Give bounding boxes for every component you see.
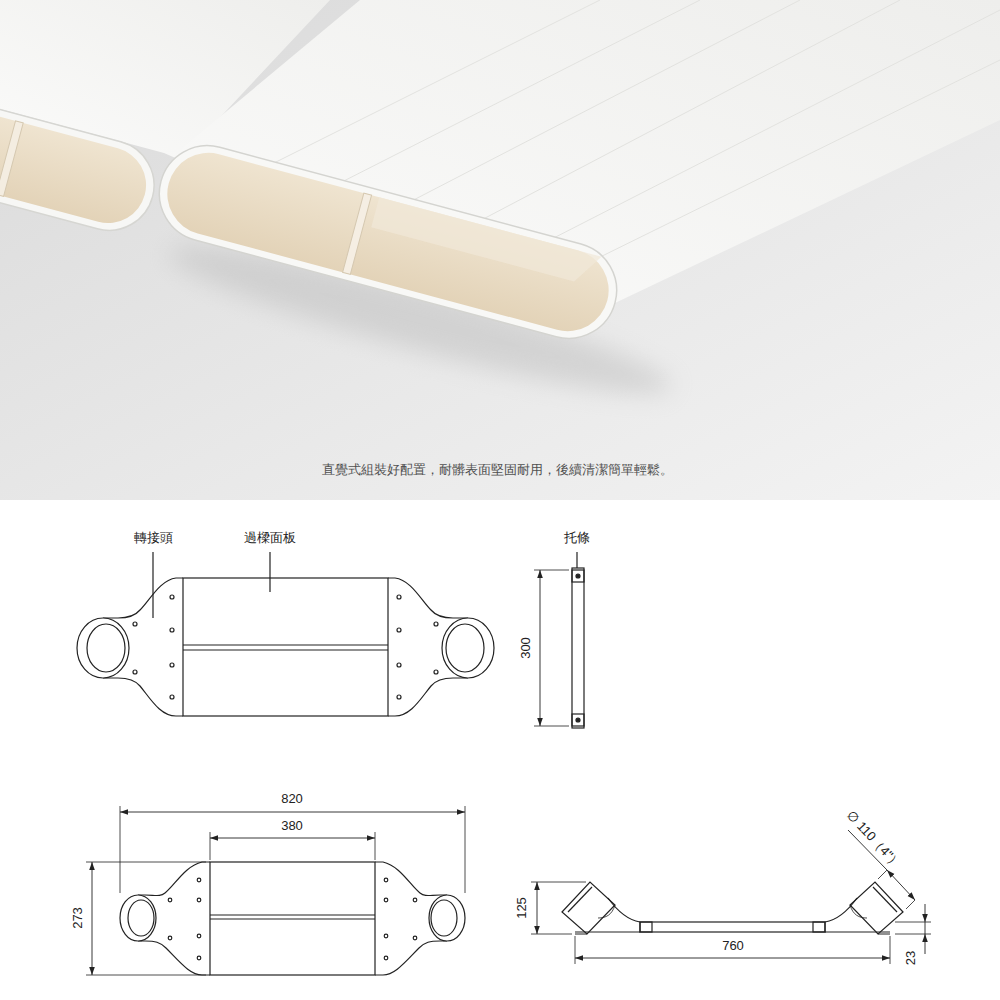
- dimension-value: 300: [519, 637, 533, 659]
- dimension-value: 820: [281, 792, 303, 806]
- photo-caption: 直覺式組裝好配置，耐髒表面堅固耐用，後續清潔簡單輕鬆。: [322, 461, 673, 479]
- dimension-value: 273: [71, 907, 85, 929]
- part-label: 轉接頭: [134, 531, 173, 545]
- product-photo: [0, 0, 1000, 500]
- dimension-value: 125: [515, 897, 529, 919]
- part-label: 過樑面板: [244, 531, 296, 545]
- part-label: 托條: [564, 531, 590, 545]
- dimension-value: ∅ 110（4"）: [844, 808, 905, 872]
- dimension-value: 23: [904, 951, 918, 965]
- dimension-value: 760: [722, 939, 744, 953]
- drawing-ground: [0, 500, 1000, 1000]
- technical-drawing: [77, 552, 931, 975]
- dimension-value: 380: [281, 819, 303, 833]
